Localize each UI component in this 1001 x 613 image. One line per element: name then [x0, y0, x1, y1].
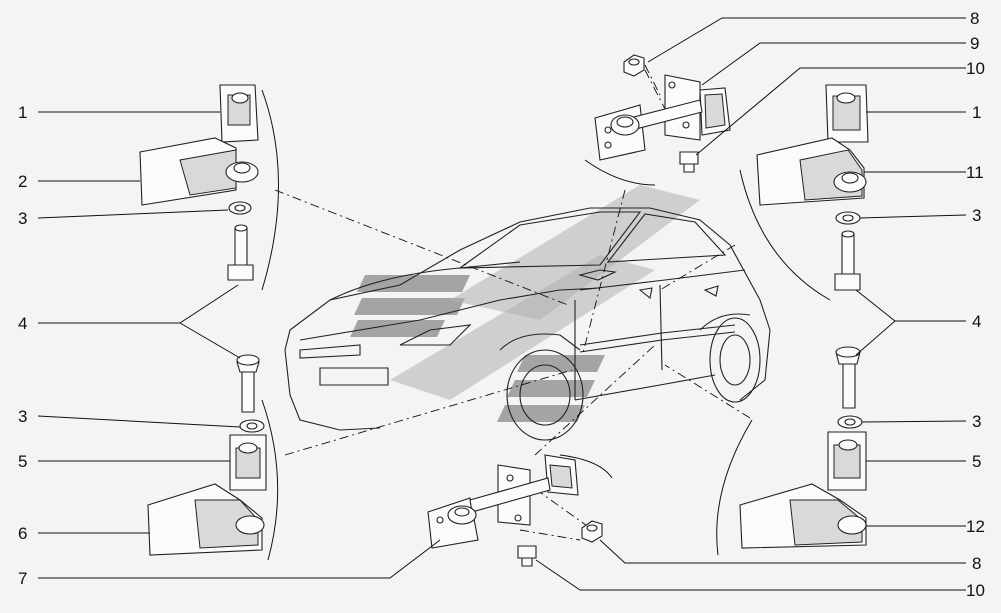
bottom-door-check [427, 454, 579, 549]
right-lower-hinge-arm [739, 483, 867, 549]
left-upper-pin [227, 224, 254, 281]
left-lower-hinge-arm [147, 483, 265, 556]
callout-8-bottom: 8 [972, 554, 981, 573]
callout-5-right: 5 [972, 452, 981, 471]
callout-leaders [37, 17, 967, 591]
callout-4-left: 4 [18, 314, 27, 333]
callout-3-right-lower: 3 [972, 412, 981, 431]
callout-7: 7 [18, 569, 27, 588]
right-upper-washer [835, 211, 861, 225]
callout-5-left: 5 [18, 452, 27, 471]
left-upper-hinge-bracket [219, 84, 259, 143]
callout-9: 9 [970, 34, 979, 53]
callout-3-left-lower: 3 [18, 407, 27, 426]
left-lower-hinge-bracket [229, 434, 267, 491]
car-body [284, 207, 771, 441]
grouping-arcs [261, 89, 831, 561]
right-upper-hinge-bracket [825, 84, 869, 143]
callout-1-left: 1 [18, 103, 27, 122]
callout-4-right: 4 [972, 312, 981, 331]
callout-3-left-upper: 3 [18, 209, 27, 228]
callout-8-top: 8 [970, 9, 979, 28]
callout-10-top: 10 [966, 59, 985, 78]
callout-3-right-upper: 3 [972, 206, 981, 225]
callout-2: 2 [18, 172, 27, 191]
right-upper-hinge-arm [756, 137, 867, 206]
callout-11: 11 [966, 163, 984, 182]
top-bolt [623, 54, 645, 77]
dashed-leaders [274, 64, 751, 541]
callout-12: 12 [966, 517, 985, 536]
right-lower-washer [837, 415, 863, 429]
top-door-check [594, 74, 731, 161]
callout-10-bottom: 10 [966, 581, 985, 600]
right-upper-pin [834, 230, 861, 291]
left-lower-pin [236, 354, 260, 413]
left-lower-washer [239, 419, 265, 433]
right-lower-pin [835, 346, 861, 409]
left-upper-washer [228, 201, 252, 215]
bottom-screw [517, 545, 537, 567]
callout-6: 6 [18, 524, 27, 543]
top-screw [679, 151, 699, 173]
bottom-bolt [581, 520, 603, 543]
callout-numbers: 1 2 3 4 3 5 6 7 8 9 10 1 11 3 4 3 5 12 8… [18, 9, 985, 600]
left-upper-hinge-arm [139, 137, 259, 206]
watermark-logo [350, 185, 700, 422]
right-lower-hinge-bracket [827, 431, 867, 491]
callout-1-right: 1 [972, 103, 981, 122]
